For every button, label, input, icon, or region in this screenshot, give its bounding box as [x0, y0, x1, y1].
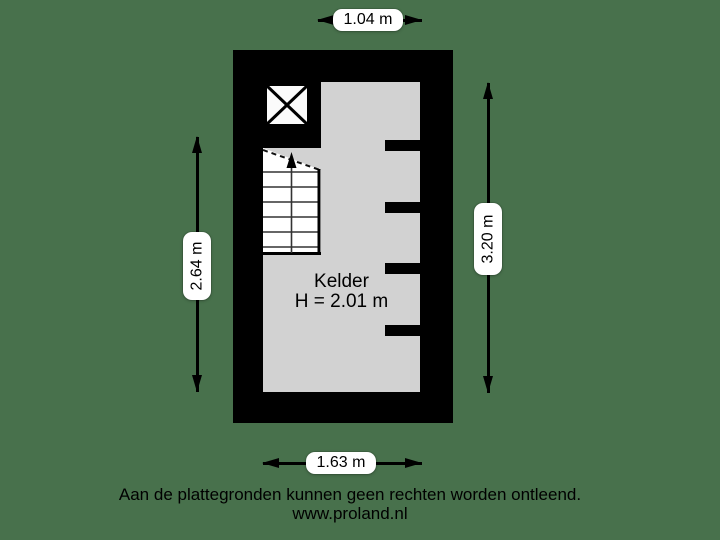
dimension-label: 3.20 m	[474, 203, 502, 275]
room-name: Kelder	[314, 271, 369, 292]
arrowhead-up-icon	[192, 136, 202, 153]
arrowhead-down-icon	[483, 376, 493, 393]
dimension-label: 1.04 m	[333, 9, 403, 31]
shaft-box	[263, 82, 311, 128]
wall-segment	[263, 128, 311, 148]
room-height-label: H = 2.01 m	[294, 291, 389, 312]
dimension-label: 1.63 m	[306, 452, 376, 474]
arrowhead-left-icon	[262, 458, 279, 468]
arrowhead-right-icon	[405, 15, 422, 25]
arrowhead-right-icon	[405, 458, 422, 468]
room-label-group: Kelder H = 2.01 m	[263, 272, 420, 311]
wall-stub	[385, 202, 421, 213]
arrowhead-down-icon	[192, 375, 202, 392]
staircase	[262, 148, 321, 255]
shaft-cross-icon	[263, 82, 311, 128]
stairs-up-arrow-icon	[286, 152, 297, 168]
footer-disclaimer: Aan de plattegronden kunnen geen rechten…	[118, 485, 582, 504]
wall-stub	[385, 263, 421, 274]
wall-stub	[385, 325, 421, 336]
staircase-drawing	[262, 148, 321, 255]
footer: Aan de plattegronden kunnen geen rechten…	[0, 485, 700, 523]
dimension-label: 2.64 m	[183, 232, 211, 300]
wall-segment	[310, 82, 321, 148]
footer-website: www.proland.nl	[292, 504, 408, 523]
arrowhead-left-icon	[317, 15, 334, 25]
arrowhead-up-icon	[483, 82, 493, 99]
wall-stub	[385, 140, 421, 151]
